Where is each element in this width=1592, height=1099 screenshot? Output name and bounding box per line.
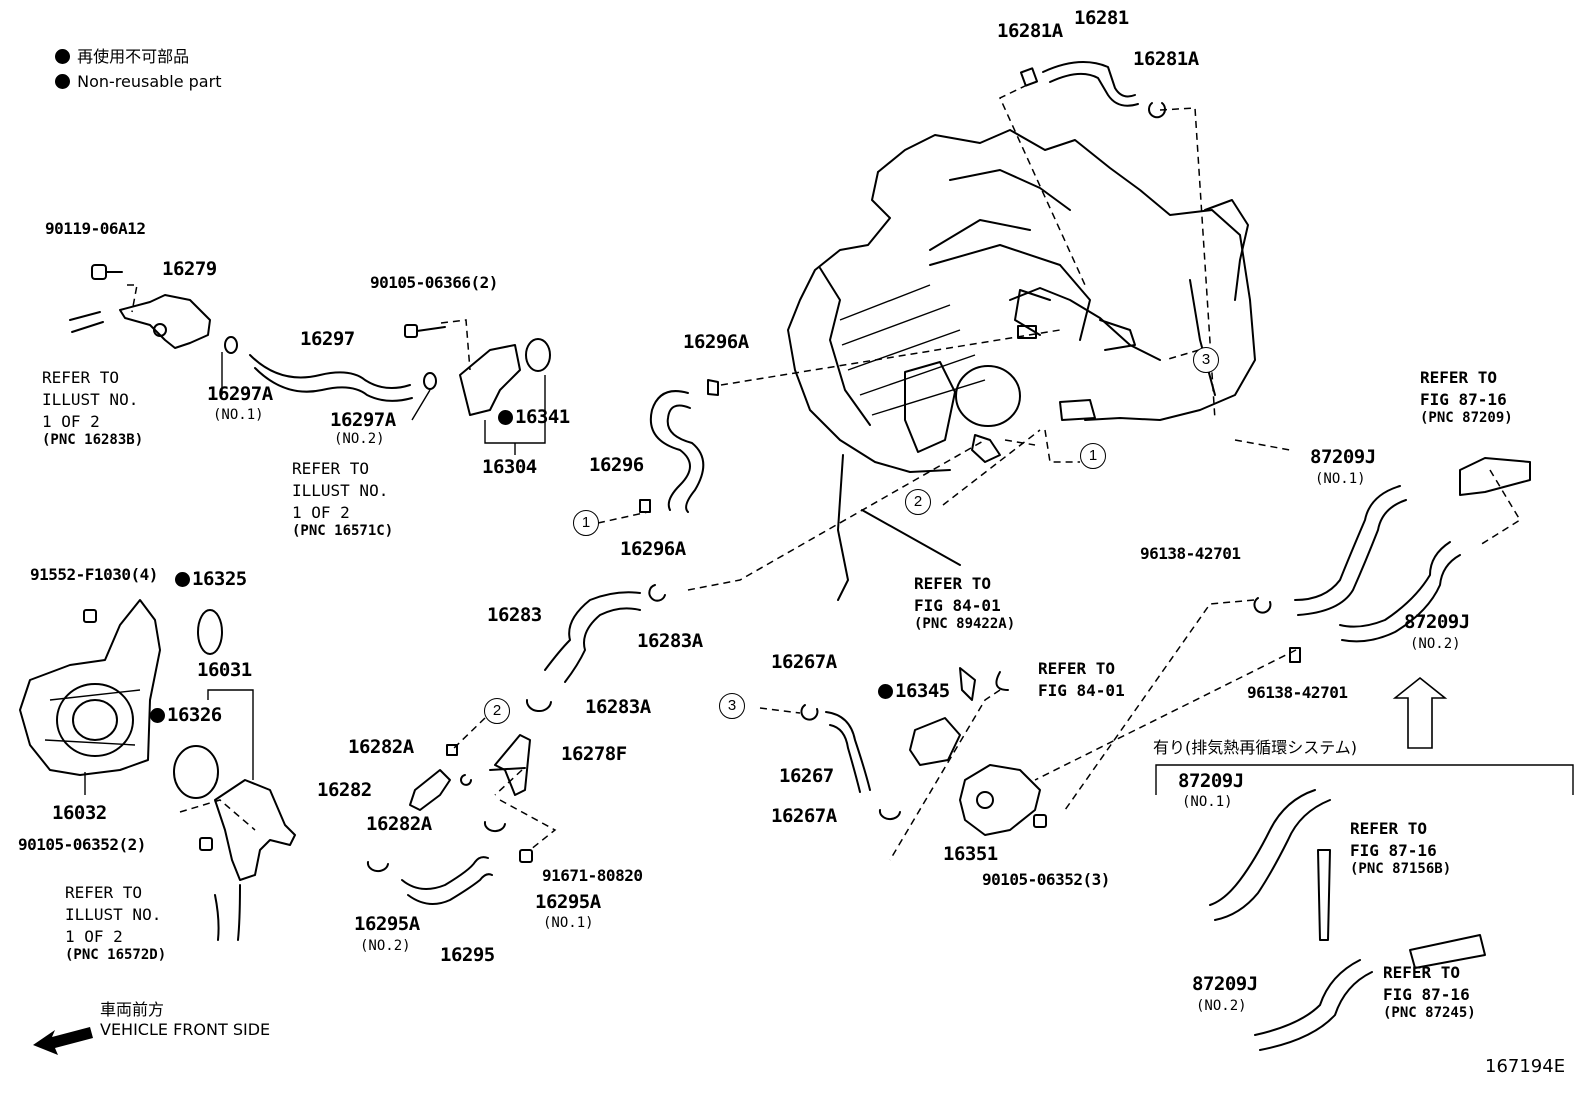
callout-1-hose: 1 (573, 510, 599, 536)
part-16282A-b: 16282A (366, 813, 432, 835)
callout-3-hose: 3 (719, 693, 745, 719)
part-90119: 90119-06A12 (45, 219, 146, 238)
part-96138-a: 96138-42701 (1140, 544, 1241, 563)
ref-fig-87-16-b: REFER TO FIG 87-16 (PNC 87156B) (1350, 819, 1452, 877)
part-90105-06352-3: 90105-06352(3) (982, 870, 1110, 889)
part-16283: 16283 (487, 604, 542, 626)
part-16304: 16304 (482, 456, 537, 478)
callout-2-hose: 2 (484, 698, 510, 724)
dashed-leaders (127, 84, 1522, 861)
part-16326: 16326 (150, 706, 222, 725)
part-16281A-a: 16281A (997, 20, 1063, 42)
legend-dot (55, 74, 70, 89)
part-16281A-b: 16281A (1133, 48, 1199, 70)
ref-illust-1: REFER TO ILLUST NO. 1 OF 2 (PNC 16283B) (42, 368, 144, 448)
part-90105-06366: 90105-06366(2) (370, 273, 498, 292)
callout-3-engine: 3 (1193, 347, 1219, 373)
part-16281: 16281 (1074, 7, 1129, 29)
figure-id: 167194E (1485, 1056, 1566, 1077)
front-label-en: VEHICLE FRONT SIDE (100, 1020, 271, 1039)
part-16282: 16282 (317, 779, 372, 801)
part-16267: 16267 (779, 765, 834, 787)
part-16297: 16297 (300, 328, 355, 350)
callout-1-engine: 1 (1080, 443, 1106, 469)
part-16279: 16279 (162, 258, 217, 280)
water-inlet-16351 (959, 667, 1047, 836)
part-16297A-no1: 16297A (207, 383, 273, 405)
egr-hoses (1209, 789, 1486, 1051)
hose-16281 (1019, 61, 1166, 119)
ref-fig-87-16-c: REFER TO FIG 87-16 (PNC 87245) (1383, 963, 1476, 1021)
part-87209J-egr-no1: 87209J (1178, 770, 1244, 792)
ref-fig-84-01-a: REFER TO FIG 84-01 (PNC 89422A) (914, 574, 1016, 632)
part-16296: 16296 (589, 454, 644, 476)
part-87209J-egr-no2: 87209J (1192, 973, 1258, 995)
egr-box-title: 有り(排気熱再循環システム) (1153, 738, 1358, 757)
part-16283A-a: 16283A (637, 630, 703, 652)
ref-fig-84-01-b: REFER TO FIG 84-01 (1038, 659, 1125, 700)
part-16295: 16295 (440, 944, 495, 966)
hose-16282 (409, 734, 533, 863)
bracket-16279 (69, 264, 211, 349)
part-16325: 16325 (175, 570, 247, 589)
part-16297A-no2-qualifier: (NO.2) (334, 431, 385, 447)
nonreusable-dot (878, 684, 893, 699)
part-96138-b: 96138-42701 (1247, 683, 1348, 702)
part-16032: 16032 (52, 802, 107, 824)
hose-16283 (525, 584, 666, 712)
hose-87209J (1253, 457, 1531, 663)
part-87209J-no1: 87209J (1310, 446, 1376, 468)
legend-en: Non-reusable part (55, 74, 221, 90)
part-90105-06352-2: 90105-06352(2) (18, 835, 146, 854)
part-16296A-a: 16296A (683, 331, 749, 353)
part-16295A-no2: 16295A (354, 913, 420, 935)
hose-16267 (800, 704, 961, 820)
part-16295A-no1: 16295A (535, 891, 601, 913)
part-16345: 16345 (878, 682, 950, 701)
part-16295A-no1-qualifier: (NO.1) (543, 915, 594, 931)
part-16267A-a: 16267A (771, 651, 837, 673)
thermostat-16031 (173, 609, 296, 941)
front-label-jp: 車両前方 (100, 1000, 165, 1019)
nonreusable-dot (175, 572, 190, 587)
part-16297A-no2: 16297A (330, 409, 396, 431)
part-16341: 16341 (498, 408, 570, 427)
part-16296A-b: 16296A (620, 538, 686, 560)
part-16283A-b: 16283A (585, 696, 651, 718)
part-16267A-b: 16267A (771, 805, 837, 827)
part-16278F: 16278F (561, 743, 627, 765)
part-16282A-a: 16282A (348, 736, 414, 758)
nonreusable-dot (498, 410, 513, 425)
part-16351: 16351 (943, 843, 998, 865)
part-16297A-no1-qualifier: (NO.1) (213, 407, 264, 423)
hose-16297 (221, 336, 437, 421)
nonreusable-dot (150, 708, 165, 723)
hose-16296 (639, 379, 719, 513)
part-87209J-no2-qualifier: (NO.2) (1410, 636, 1461, 652)
ref-illust-2: REFER TO ILLUST NO. 1 OF 2 (PNC 16571C) (292, 459, 394, 539)
part-87209J-no1-qualifier: (NO.1) (1315, 471, 1366, 487)
part-87209J-egr-no1-qualifier: (NO.1) (1182, 794, 1233, 810)
part-16295A-no2-qualifier: (NO.2) (360, 938, 411, 954)
water-pump-16032 (19, 599, 161, 795)
legend-dot (55, 49, 70, 64)
part-91552: 91552-F1030(4) (30, 565, 158, 584)
part-87209J-no2: 87209J (1404, 611, 1470, 633)
part-91671: 91671-80820 (542, 866, 643, 885)
legend-jp: 再使用不可部品 (55, 49, 189, 65)
ref-illust-3: REFER TO ILLUST NO. 1 OF 2 (PNC 16572D) (65, 883, 167, 963)
callout-2-engine: 2 (905, 489, 931, 515)
egr-box-frame (1155, 764, 1574, 795)
engine-block (787, 129, 1256, 601)
front-arrow (33, 1027, 93, 1055)
water-outlet-16304 (404, 324, 551, 455)
part-16031: 16031 (197, 659, 252, 681)
part-87209J-egr-no2-qualifier: (NO.2) (1196, 998, 1247, 1014)
ref-fig-87-16-a: REFER TO FIG 87-16 (PNC 87209) (1420, 368, 1513, 426)
hose-16295 (366, 856, 493, 905)
arrow-up (1392, 676, 1448, 749)
